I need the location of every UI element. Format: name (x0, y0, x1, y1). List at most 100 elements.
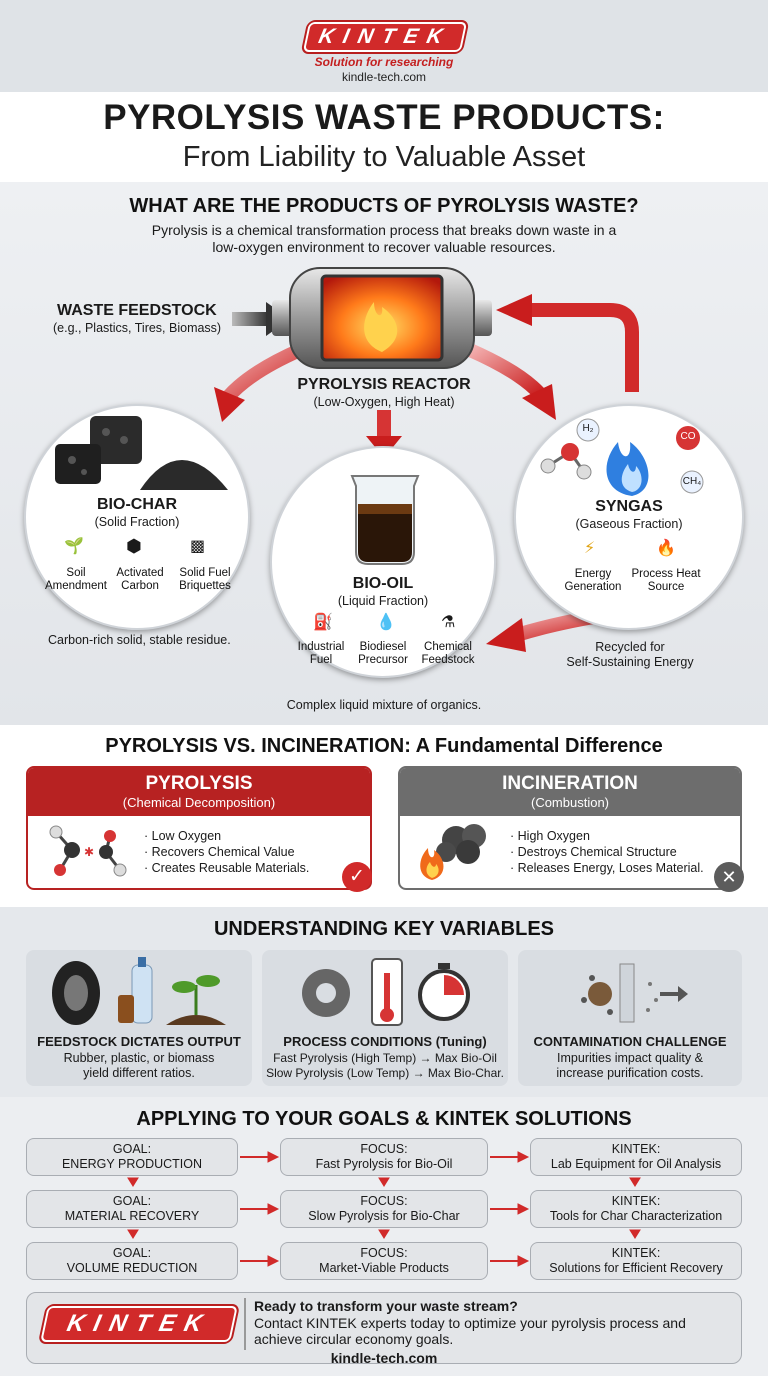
kintek-label: KINTEK: (611, 1194, 661, 1208)
incineration-card: INCINERATION (Combustion) (398, 766, 742, 890)
goal-energy-box[interactable]: GOAL:ENERGY PRODUCTION (26, 1138, 238, 1176)
biochar-subtitle: (Solid Fraction) (94, 515, 180, 529)
droplet-icon: 💧 (376, 614, 396, 631)
page-title: PYROLYSIS WASTE PRODUCTS: (103, 98, 665, 137)
briquette-icon: ▩ (190, 538, 206, 555)
syngas-use-heat: Process Heat Source (631, 568, 701, 593)
focus-value: Market-Viable Products (319, 1261, 449, 1275)
reactor-conditions: (Low-Oxygen, High Heat) (313, 395, 455, 409)
co-molecule-label: CO (680, 431, 696, 442)
incineration-point-1: · High Oxygen (510, 829, 590, 843)
incineration-card-header: INCINERATION (Combustion) (400, 768, 740, 816)
cta-divider (244, 1298, 246, 1350)
molecule-decomposition-icon: ✱ (49, 825, 127, 877)
feedstock-card-line-1: Rubber, plastic, or biomass (63, 1051, 215, 1065)
incineration-point-3: · Releases Energy, Loses Material. (510, 861, 704, 875)
incineration-card-subtitle: (Combustion) (530, 795, 610, 810)
focus-fast-box[interactable]: FOCUS:Fast Pyrolysis for Bio-Oil (280, 1138, 488, 1176)
incineration-card-title: INCINERATION (502, 773, 638, 794)
focus-label: FOCUS: (360, 1246, 408, 1260)
focus-slow-box[interactable]: FOCUS:Slow Pyrolysis for Bio-Char (280, 1190, 488, 1228)
pyrolysis-point-2: · Recovers Chemical Value (144, 845, 295, 859)
syngas-circle (514, 404, 744, 630)
biooil-use-chemical: Chemical Feedstock (421, 641, 475, 666)
feedstock-title: WASTE FEEDSTOCK (57, 302, 217, 319)
focus-label: FOCUS: (360, 1194, 408, 1208)
pyrolysis-card-header: PYROLYSIS (Chemical Decomposition) (28, 768, 370, 816)
recycle-loop-arrow (496, 294, 639, 392)
contamination-card-line-1: Impurities impact quality & (557, 1051, 703, 1065)
footer-logo-text: KINTEK (64, 1310, 214, 1337)
biochar-use-soil: Soil Amendment (44, 567, 107, 592)
feedstock-icons (52, 957, 226, 1025)
comparison-heading: PYROLYSIS VS. INCINERATION: A Fundamenta… (105, 735, 663, 757)
biochar-note: Carbon-rich solid, stable residue. (48, 633, 231, 647)
feedstock-examples: (e.g., Plastics, Tires, Biomass) (53, 321, 222, 335)
kintek-oil-analysis-box[interactable]: KINTEK:Lab Equipment for Oil Analysis (530, 1138, 742, 1176)
title-band (0, 92, 768, 182)
svg-text:✱: ✱ (84, 845, 94, 859)
goal-label: GOAL: (112, 1246, 152, 1260)
kintek-logo[interactable]: KINTEK (302, 22, 468, 52)
check-icon: ✓ (342, 862, 372, 892)
filter-contamination-icon (581, 963, 688, 1023)
variables-heading: UNDERSTANDING KEY VARIABLES (213, 918, 555, 940)
cross-icon: ✕ (714, 862, 744, 892)
biochar-title: BIO-CHAR (97, 496, 177, 513)
pyrolysis-card-title: PYROLYSIS (145, 773, 253, 794)
kintek-value: Lab Equipment for Oil Analysis (550, 1157, 722, 1171)
focus-value: Slow Pyrolysis for Bio-Char (308, 1209, 460, 1223)
ch4-molecule-label: CH₄ (682, 476, 702, 487)
pyrolysis-point-3: · Creates Reusable Materials. (144, 861, 310, 875)
kintek-char-box[interactable]: KINTEK:Tools for Char Characterization (530, 1190, 742, 1228)
process-card-line-1: Fast Pyrolysis (High Temp) → Max Bio-Oil (273, 1051, 497, 1065)
footer-kintek-logo[interactable]: KINTEK (40, 1306, 238, 1342)
intro-line-2: low-oxygen environment to recover valuab… (212, 239, 556, 255)
cta-title: Ready to transform your waste stream? (254, 1298, 518, 1314)
goal-material-box[interactable]: GOAL:MATERIAL RECOVERY (26, 1190, 238, 1228)
kintek-label: KINTEK: (611, 1246, 661, 1260)
biooil-note: Complex liquid mixture of organics. (286, 698, 482, 712)
goal-label: GOAL: (112, 1194, 152, 1208)
syngas-subtitle: (Gaseous Fraction) (575, 517, 683, 531)
arrow-to-biochar (214, 343, 303, 422)
focus-value: Fast Pyrolysis for Bio-Oil (315, 1157, 453, 1171)
h2-molecule-label: H₂ (582, 423, 594, 434)
flask-icon: ⚗ (441, 614, 456, 631)
syngas-flame-molecules (540, 418, 704, 496)
process-card-title: PROCESS CONDITIONS (Tuning) (283, 1034, 487, 1049)
contamination-card-line-2: increase purification costs. (556, 1066, 704, 1080)
cta-line-1: Contact KINTEK experts today to optimize… (254, 1315, 686, 1331)
focus-market-box[interactable]: FOCUS:Market-Viable Products (280, 1242, 488, 1280)
biochar-use-briquettes: Solid Fuel Briquettes (179, 567, 231, 592)
goal-value: ENERGY PRODUCTION (61, 1157, 203, 1171)
goal-volume-box[interactable]: GOAL:VOLUME REDUCTION (26, 1242, 238, 1280)
tagline: Solution for researching (314, 55, 454, 69)
biochar-use-carbon: Activated Carbon (116, 567, 164, 592)
intro-line-1: Pyrolysis is a chemical transformation p… (151, 222, 617, 238)
combustion-smoke-icon (420, 824, 486, 880)
arrow-to-syngas (467, 343, 556, 420)
reactor-title: PYROLYSIS REACTOR (297, 376, 471, 393)
pyrolysis-card: PYROLYSIS (Chemical Decomposition) (26, 766, 372, 890)
biochar-image (55, 416, 228, 490)
products-heading: WHAT ARE THE PRODUCTS OF PYROLYSIS WASTE… (129, 195, 639, 217)
footer-site-link[interactable]: kindle-tech.com (330, 1350, 438, 1366)
biooil-subtitle: (Liquid Fraction) (337, 594, 429, 608)
fuel-pump-icon: ⛽ (313, 614, 333, 631)
pyrolysis-card-subtitle: (Chemical Decomposition) (122, 795, 276, 810)
biooil-use-biodiesel: Biodiesel Precursor (358, 641, 408, 666)
page-subtitle: From Liability to Valuable Asset (182, 141, 586, 173)
kintek-label: KINTEK: (611, 1142, 661, 1156)
header-site-link[interactable]: kindle-tech.com (341, 70, 427, 84)
pyrolysis-reactor-icon (272, 267, 492, 369)
goal-value: MATERIAL RECOVERY (64, 1209, 200, 1223)
incineration-point-2: · Destroys Chemical Structure (510, 845, 677, 859)
kintek-recovery-box[interactable]: KINTEK:Solutions for Efficient Recovery (530, 1242, 742, 1280)
goal-label: GOAL: (112, 1142, 152, 1156)
contamination-card-title: CONTAMINATION CHALLENGE (533, 1034, 727, 1049)
lightning-icon: ⚡ (584, 540, 596, 557)
cta-line-2: achieve circular economy goals. (254, 1331, 454, 1347)
feedstock-card-line-2: yield different ratios. (83, 1066, 195, 1080)
focus-label: FOCUS: (360, 1142, 408, 1156)
